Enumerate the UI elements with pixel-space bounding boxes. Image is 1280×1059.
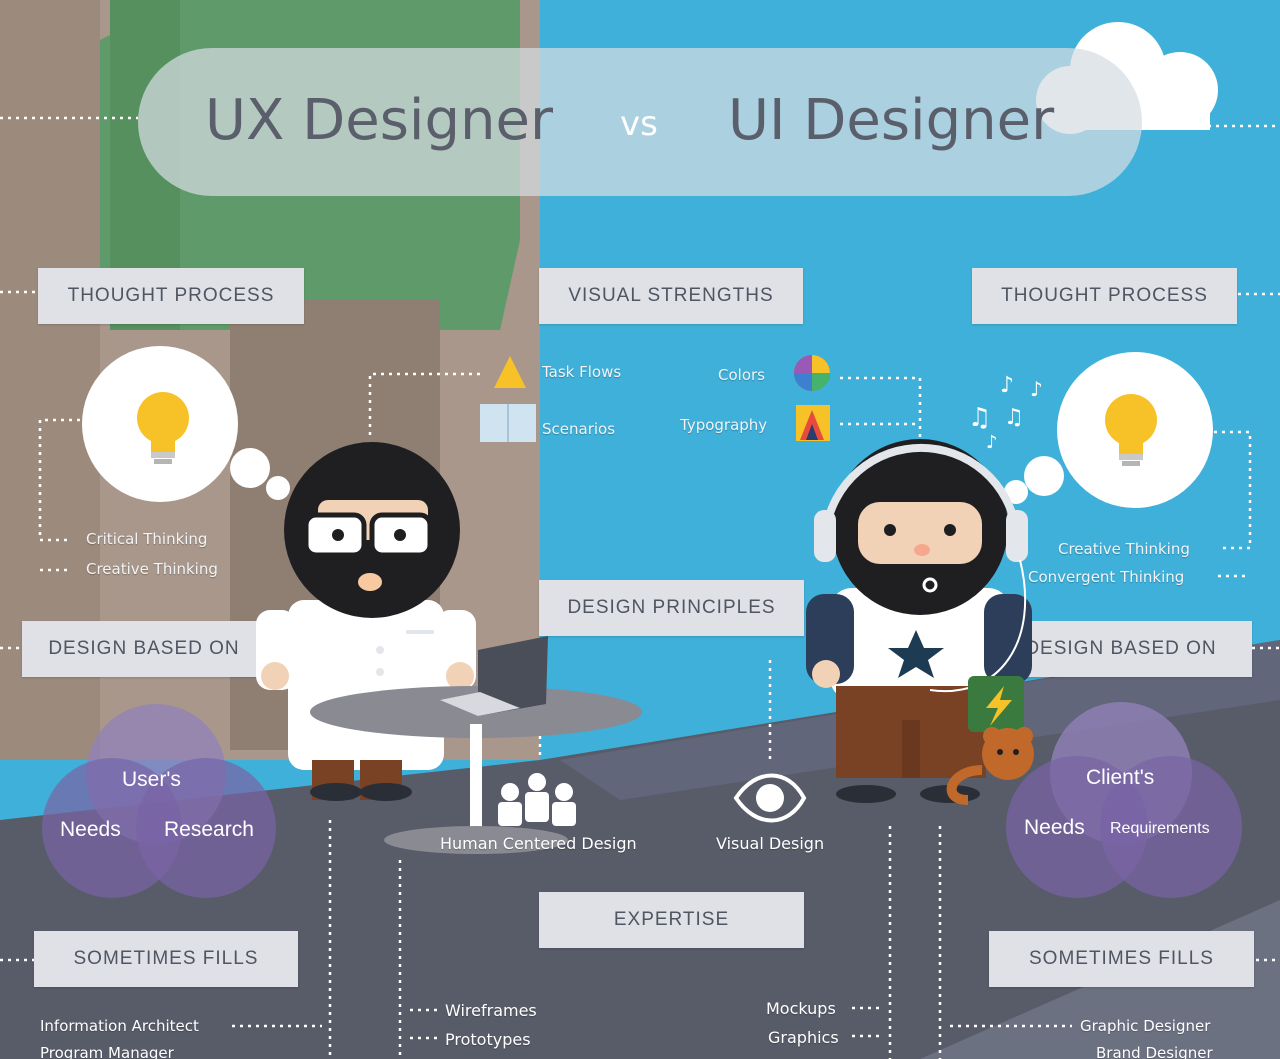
people-group-icon bbox=[498, 773, 576, 826]
ux-bubble-dot-large bbox=[230, 448, 270, 488]
ui-bubble-dot-large bbox=[1024, 456, 1064, 496]
task-flows-icon bbox=[494, 356, 526, 388]
svg-text:♪: ♪ bbox=[1030, 377, 1043, 401]
title-bar bbox=[138, 48, 1142, 196]
visual-strengths-box: VISUAL STRENGTHS bbox=[539, 268, 803, 324]
eye-icon bbox=[733, 773, 807, 823]
scenarios-label: Scenarios bbox=[542, 420, 616, 438]
design-principles-box: DESIGN PRINCIPLES bbox=[539, 580, 804, 636]
ui-venn-top-label: Client's bbox=[1086, 766, 1155, 789]
ux-designer-title: UX Designer bbox=[205, 88, 553, 153]
ui-thought-process-box: THOUGHT PROCESS bbox=[972, 268, 1237, 324]
ui-venn-right-circle bbox=[1100, 756, 1242, 898]
visual-design-label: Visual Design bbox=[716, 834, 825, 853]
ux-venn-left-label: Needs bbox=[60, 818, 121, 841]
colors-label: Colors bbox=[718, 366, 765, 384]
typography-label: Typography bbox=[680, 416, 768, 434]
task-flows-label: Task Flows bbox=[542, 363, 622, 381]
ux-venn-right-circle bbox=[136, 758, 276, 898]
svg-text:♪: ♪ bbox=[986, 432, 998, 453]
ui-sometimes-fills-box: SOMETIMES FILLS bbox=[989, 931, 1254, 987]
mockups-label: Mockups bbox=[766, 999, 836, 1018]
graphics-label: Graphics bbox=[768, 1028, 839, 1047]
svg-text:♫: ♫ bbox=[968, 403, 991, 433]
vs-label: vs bbox=[620, 104, 658, 144]
ui-designer-character bbox=[806, 439, 1034, 805]
expertise-box: EXPERTISE bbox=[539, 892, 804, 948]
program-manager-label: Program Manager bbox=[40, 1044, 174, 1059]
ux-design-based-on-box: DESIGN BASED ON bbox=[22, 621, 266, 677]
ui-venn-right-label: Requirements bbox=[1110, 820, 1210, 837]
ux-designer-character bbox=[256, 442, 476, 801]
ux-sometimes-fills-box: SOMETIMES FILLS bbox=[34, 931, 298, 987]
ui-convergent-thinking-label: Convergent Thinking bbox=[1028, 568, 1185, 586]
ui-venn-left-label: Needs bbox=[1024, 816, 1085, 839]
ui-lightbulb-icon bbox=[1105, 394, 1157, 466]
ux-venn-top-label: User's bbox=[122, 768, 181, 791]
connector-lines bbox=[0, 116, 1280, 1059]
prototypes-label: Prototypes bbox=[445, 1030, 531, 1049]
graphic-designer-label: Graphic Designer bbox=[1080, 1017, 1211, 1035]
brand-designer-label: Brand Designer bbox=[1096, 1044, 1213, 1059]
scenarios-icon bbox=[480, 404, 536, 442]
information-architect-label: Information Architect bbox=[40, 1017, 199, 1035]
ui-creative-thinking-label: Creative Thinking bbox=[1058, 540, 1190, 558]
desk-with-laptop bbox=[310, 636, 642, 854]
ux-thought-process-box: THOUGHT PROCESS bbox=[38, 268, 304, 324]
human-centered-design-label: Human Centered Design bbox=[440, 834, 637, 853]
ux-critical-thinking-label: Critical Thinking bbox=[86, 530, 208, 548]
svg-text:♪: ♪ bbox=[1000, 373, 1014, 398]
ux-bubble-dot-small bbox=[266, 476, 290, 500]
ux-creative-thinking-label: Creative Thinking bbox=[86, 560, 218, 578]
typography-icon bbox=[796, 405, 830, 441]
wireframes-label: Wireframes bbox=[445, 1001, 537, 1020]
ux-lightbulb-icon bbox=[137, 392, 189, 464]
svg-text:♫: ♫ bbox=[1004, 405, 1024, 430]
ui-design-based-on-box: DESIGN BASED ON bbox=[990, 621, 1252, 677]
ui-designer-title: UI Designer bbox=[728, 88, 1055, 153]
ux-venn-right-label: Research bbox=[164, 818, 254, 841]
colors-icon bbox=[794, 355, 830, 391]
music-notes-icon: ♫ ♪ ♪ ♫ ♪ bbox=[968, 373, 1043, 453]
